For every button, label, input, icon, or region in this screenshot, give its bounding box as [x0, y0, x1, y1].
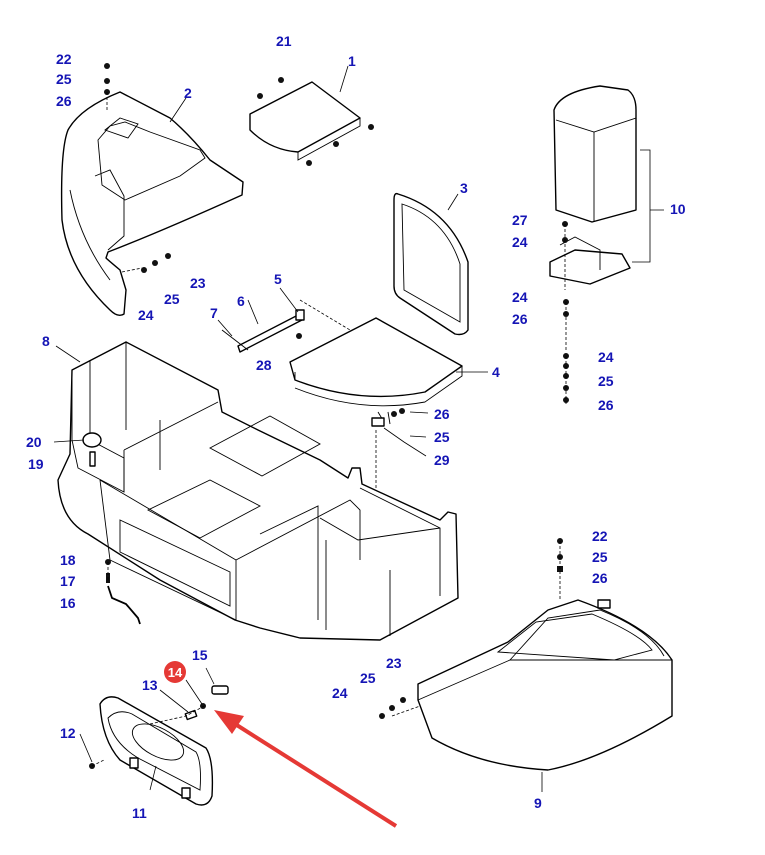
label-11: 11 — [132, 805, 147, 821]
label-6: 6 — [237, 293, 245, 309]
part-2-upper-cowl — [60, 91, 244, 317]
label-26-arm: 26 — [512, 311, 528, 327]
label-5: 5 — [274, 271, 282, 287]
label-27: 27 — [512, 212, 528, 228]
label-13: 13 — [142, 677, 158, 693]
label-7: 7 — [210, 305, 218, 321]
label-26-seat: 26 — [434, 406, 450, 422]
part-3-backrest-pad — [393, 192, 469, 336]
red-pointer-arrow — [214, 710, 398, 828]
label-25-seat: 25 — [434, 429, 450, 445]
label-22-top: 22 — [56, 51, 72, 67]
label-22-right: 22 — [592, 528, 608, 544]
label-24-arm: 24 — [512, 234, 528, 250]
label-19: 19 — [28, 456, 44, 472]
label-4: 4 — [492, 364, 500, 380]
label-24-stack: 24 — [598, 349, 614, 365]
label-28: 28 — [256, 357, 272, 373]
label-20: 20 — [26, 434, 42, 450]
part-5-7-gas-strut — [221, 309, 305, 353]
label-25-bottom: 25 — [360, 670, 376, 686]
part-labels: 21 1 2 22 25 26 3 10 27 24 23 24 25 5 6 … — [26, 33, 686, 821]
label-24-arm2: 24 — [512, 289, 528, 305]
label-10: 10 — [670, 201, 686, 217]
part-8-main-base — [57, 341, 459, 641]
label-14: 14 — [168, 665, 183, 680]
part-10-armrest — [549, 85, 637, 285]
label-25-stack: 25 — [598, 373, 614, 389]
highlight-badge — [164, 661, 186, 683]
label-25-left: 25 — [164, 291, 180, 307]
part-1-lid — [249, 77, 374, 166]
label-23-bottom: 23 — [386, 655, 402, 671]
label-23-left: 23 — [190, 275, 206, 291]
label-3: 3 — [460, 180, 468, 196]
label-24-left: 24 — [138, 307, 154, 323]
label-25-right: 25 — [592, 549, 608, 565]
label-8: 8 — [42, 333, 50, 349]
label-2: 2 — [184, 85, 192, 101]
label-16: 16 — [60, 595, 76, 611]
part-9-side-cover — [417, 599, 673, 771]
label-1: 1 — [348, 53, 356, 69]
label-12: 12 — [60, 725, 76, 741]
label-9: 9 — [534, 795, 542, 811]
assembly-center-lines — [91, 92, 567, 767]
label-25-top: 25 — [56, 71, 72, 87]
leader-lines — [53, 65, 664, 792]
label-21: 21 — [276, 33, 292, 49]
label-17: 17 — [60, 573, 76, 589]
label-26-stack: 26 — [598, 397, 614, 413]
label-26-right: 26 — [592, 570, 608, 586]
label-29: 29 — [434, 452, 450, 468]
label-24-bottom: 24 — [332, 685, 348, 701]
part-11-front-panel — [99, 696, 214, 806]
part-4-seat-cushion — [289, 317, 463, 427]
label-18: 18 — [60, 552, 76, 568]
label-15: 15 — [192, 647, 208, 663]
label-26-top: 26 — [56, 93, 72, 109]
